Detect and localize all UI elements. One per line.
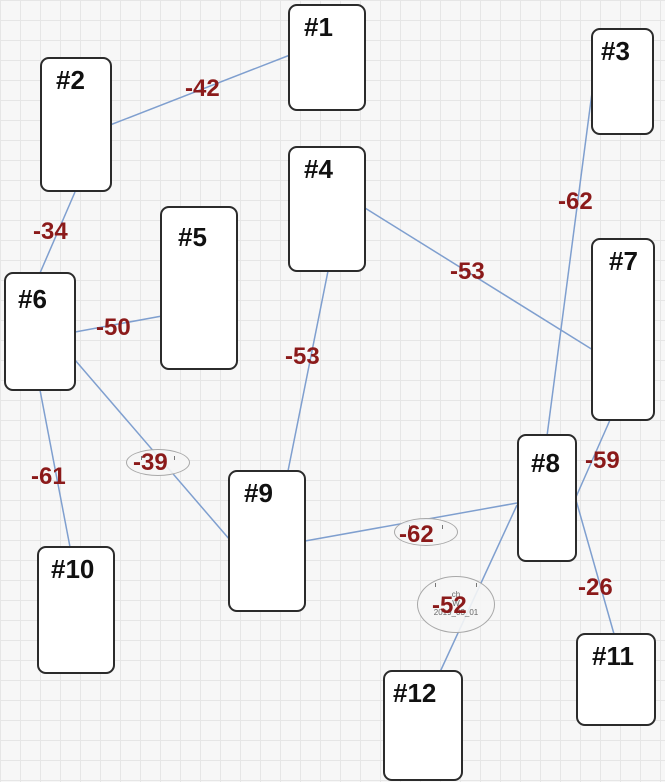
edge-3-8 [546, 84, 594, 437]
edge-2-6 [39, 191, 76, 274]
edge-weight-6-10: -61 [31, 463, 66, 490]
node-4[interactable]: #4 [288, 146, 366, 272]
node-label: #10 [51, 554, 95, 584]
edge-8-11 [575, 499, 615, 635]
node-9[interactable]: #9 [228, 470, 306, 612]
edge-4-7 [364, 207, 594, 351]
node-label: #9 [244, 478, 273, 508]
edge-4-9 [287, 270, 329, 472]
node-11[interactable]: #11 [576, 633, 656, 726]
node-10[interactable]: #10 [37, 546, 115, 674]
node-2[interactable]: #2 [40, 57, 112, 192]
edge-weight-2-6: -34 [33, 218, 68, 245]
node-8[interactable]: #8 [517, 434, 577, 562]
edge-weight-2-1: -42 [185, 75, 220, 102]
node-6[interactable]: #6 [4, 272, 76, 391]
edge-note-line: 2019_03_01 [433, 607, 479, 617]
ellipse-tick [408, 525, 444, 529]
node-label: #5 [178, 222, 207, 252]
node-label: #12 [393, 678, 437, 708]
node-label: #1 [304, 12, 333, 42]
edge-weight-4-9: -53 [285, 343, 320, 370]
edge-6-10 [39, 389, 71, 548]
node-label: #6 [18, 284, 47, 314]
node-1[interactable]: #1 [288, 4, 366, 111]
edge-weight-7-8: -59 [585, 447, 620, 474]
edge-note-ellipse-6-9 [126, 449, 190, 476]
edge-note-line: W [452, 599, 460, 609]
edge-weight-8-12: -52 [432, 592, 467, 619]
node-label: #4 [304, 154, 333, 184]
edge-weight-9-8: -62 [399, 521, 434, 548]
edge-2-1 [109, 54, 291, 126]
node-7[interactable]: #7 [591, 238, 655, 421]
node-12[interactable]: #12 [383, 670, 463, 781]
edge-note-line: ch [451, 590, 461, 600]
ellipse-tick [140, 456, 176, 460]
edge-weight-6-9: -39 [133, 449, 168, 476]
node-label: #7 [609, 246, 638, 276]
node-5[interactable]: #5 [160, 206, 238, 370]
edge-7-8 [575, 419, 611, 498]
node-label: #3 [601, 36, 630, 66]
edge-6-5 [74, 315, 163, 333]
ellipse-tick [435, 583, 477, 587]
edge-weight-8-11: -26 [578, 574, 613, 601]
node-3[interactable]: #3 [591, 28, 654, 135]
edge-weight-3-8: -62 [558, 188, 593, 215]
node-label: #11 [592, 641, 634, 671]
edge-note-ellipse-9-8 [394, 518, 458, 546]
edge-weight-4-7: -53 [450, 258, 485, 285]
edge-weight-6-5: -50 [96, 314, 131, 341]
edge-note-ellipse-8-12: ch W 2019_03_01 [417, 576, 495, 633]
node-label: #2 [56, 65, 85, 95]
node-label: #8 [531, 448, 560, 478]
